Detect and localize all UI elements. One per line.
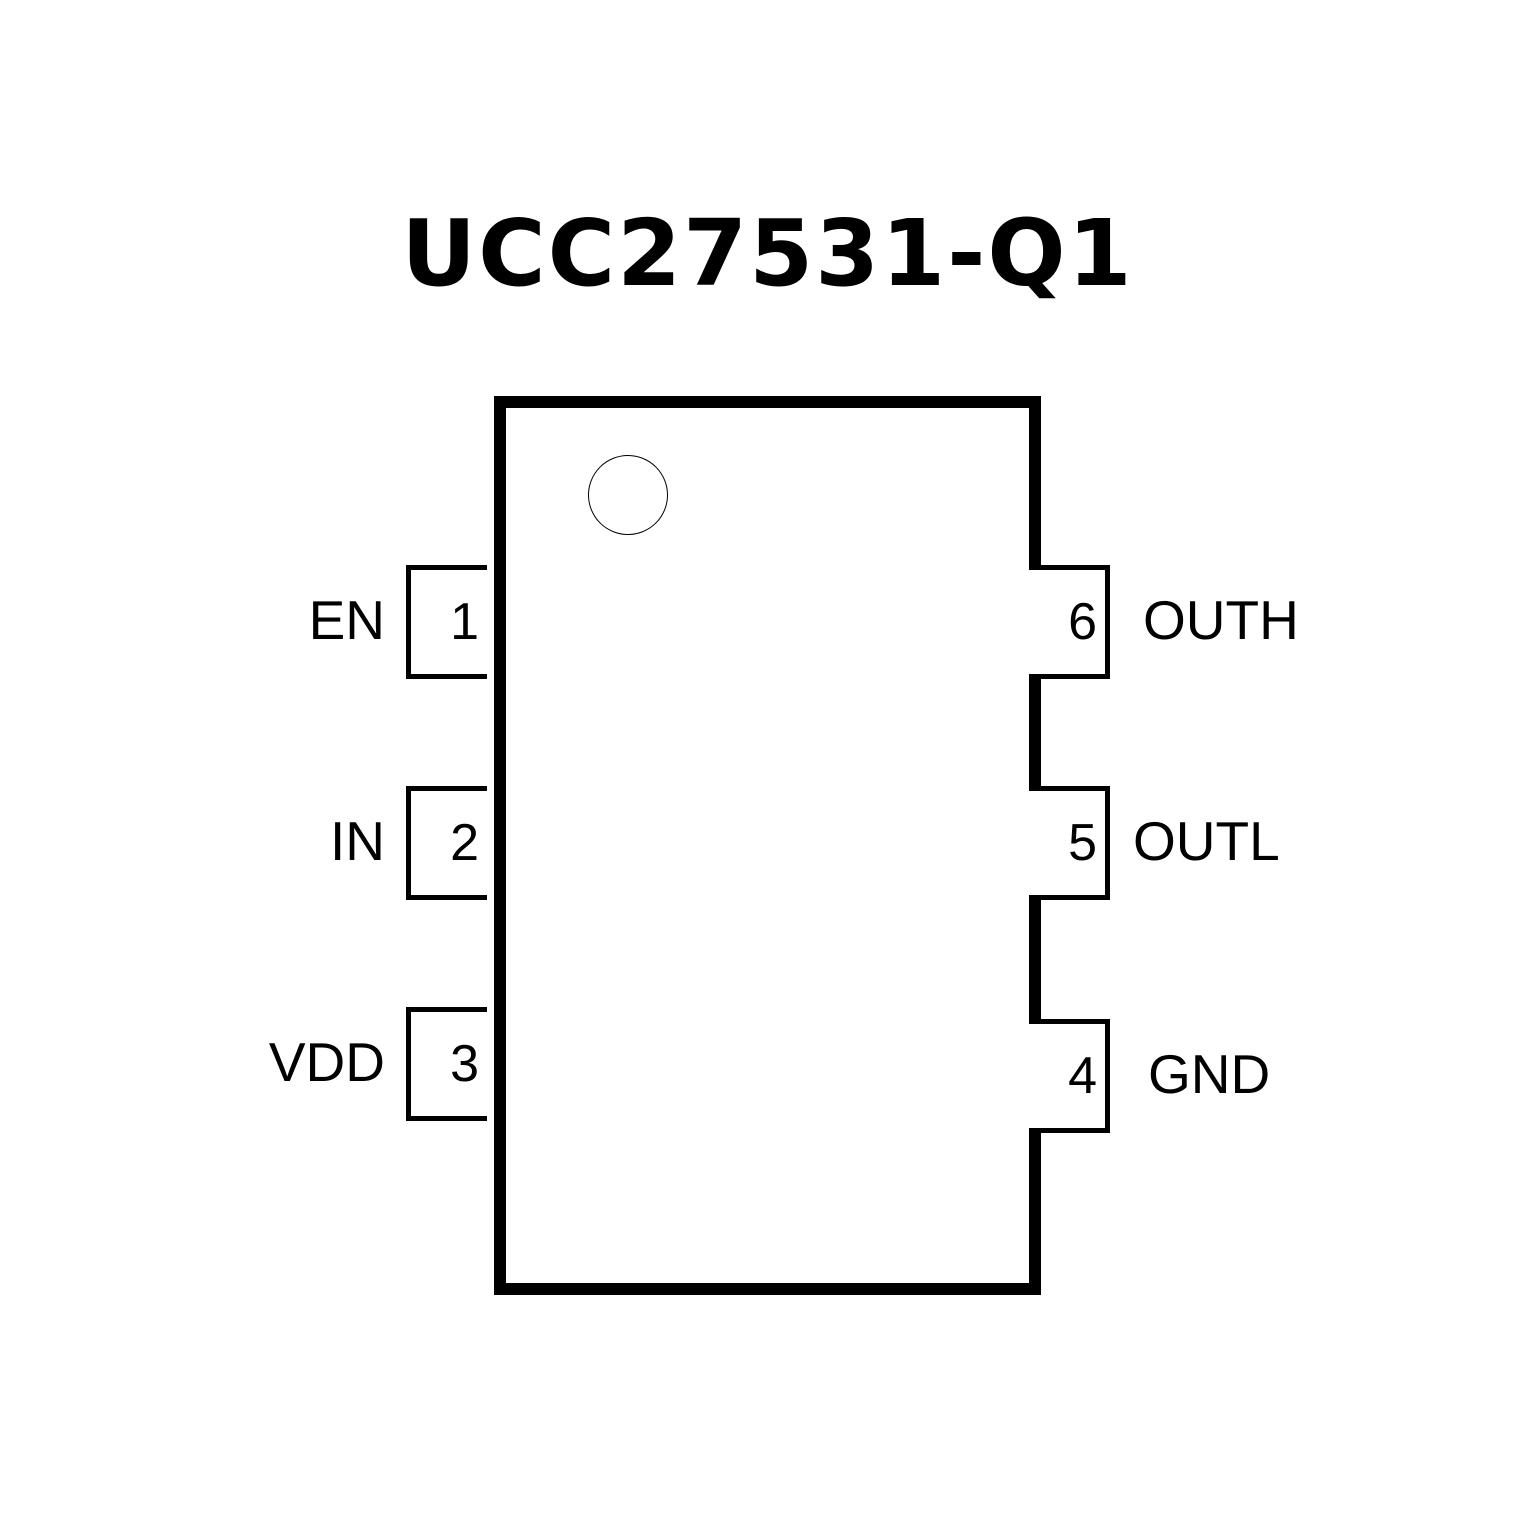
pin-6: 6 [1029, 565, 1110, 679]
pin-3: 3 [406, 1007, 487, 1121]
pin-2: 2 [406, 786, 487, 900]
pin-5: 5 [1029, 786, 1110, 900]
pin-4-label: GND [1148, 1043, 1271, 1105]
pin-6-label: OUTH [1143, 589, 1299, 651]
pin-5-label: OUTL [1133, 810, 1280, 872]
chip-body [494, 396, 1041, 1295]
pin-2-label: IN [330, 810, 385, 872]
chip-title: UCC27531-Q1 [401, 200, 1134, 307]
pin-4: 4 [1029, 1019, 1110, 1133]
pin-1: 1 [406, 565, 487, 679]
pin-1-label: EN [308, 589, 385, 651]
pin-3-label: VDD [268, 1031, 385, 1093]
pin1-marker [588, 455, 668, 535]
